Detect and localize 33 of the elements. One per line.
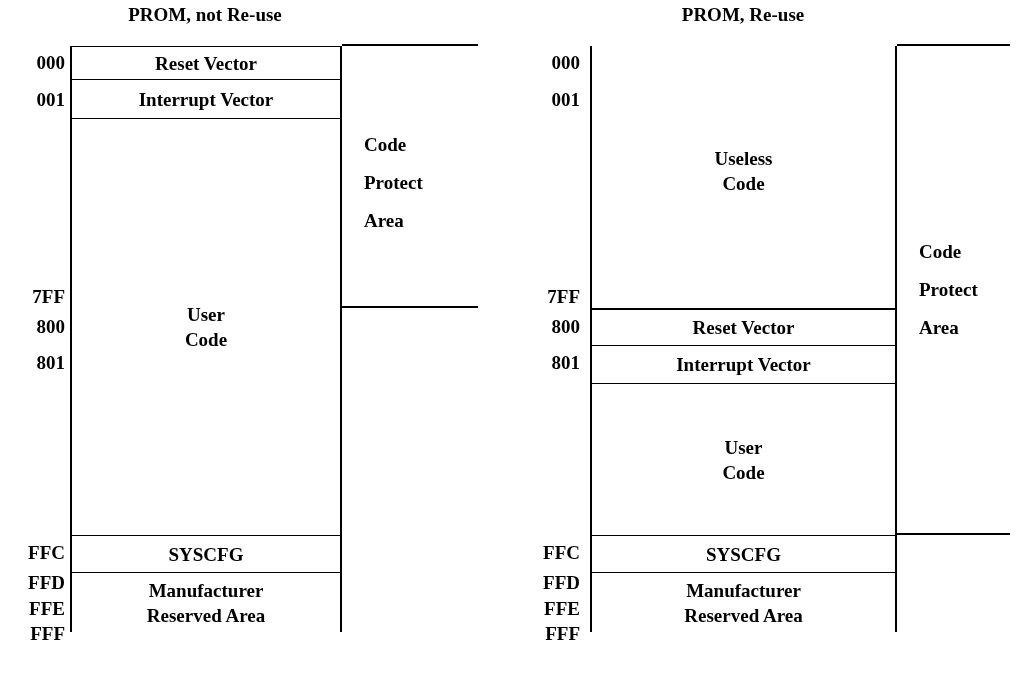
address-label: FFE <box>544 598 580 620</box>
address-label: 801 <box>36 352 65 374</box>
address-label: 7FF <box>32 286 65 308</box>
memory-region: Manufacturer Reserved Area <box>70 572 342 632</box>
address-label: 7FF <box>547 286 580 308</box>
map-title: PROM, Re-use <box>681 4 805 26</box>
memory-region: SYSCFG <box>590 535 897 572</box>
address-label: 001 <box>551 89 580 111</box>
address-label: FFD <box>543 572 580 594</box>
address-label: FFD <box>28 572 65 594</box>
memory-region: User Code <box>70 118 342 535</box>
memory-region: Interrupt Vector <box>70 79 342 118</box>
memory-region: Useless Code <box>590 46 897 308</box>
address-label: 001 <box>36 89 65 111</box>
memory-region: Reset Vector <box>590 308 897 345</box>
address-label: FFF <box>30 623 65 645</box>
memory-region: User Code <box>590 383 897 535</box>
memory-region: Reset Vector <box>70 46 342 79</box>
address-label: 801 <box>551 352 580 374</box>
memory-region: SYSCFG <box>70 535 342 572</box>
address-label: 800 <box>551 316 580 338</box>
address-label: FFC <box>28 542 65 564</box>
memory-region: Interrupt Vector <box>590 345 897 383</box>
address-label: FFF <box>545 623 580 645</box>
memory-region: Manufacturer Reserved Area <box>590 572 897 632</box>
map-title: PROM, not Re-use <box>128 4 282 26</box>
address-label: FFC <box>543 542 580 564</box>
address-label: 000 <box>36 52 65 74</box>
code-protect-region: Code Protect Area <box>342 44 478 308</box>
address-label: 000 <box>551 52 580 74</box>
code-protect-region: Code Protect Area <box>897 44 1010 535</box>
address-label: 800 <box>36 316 65 338</box>
address-label: FFE <box>29 598 65 620</box>
